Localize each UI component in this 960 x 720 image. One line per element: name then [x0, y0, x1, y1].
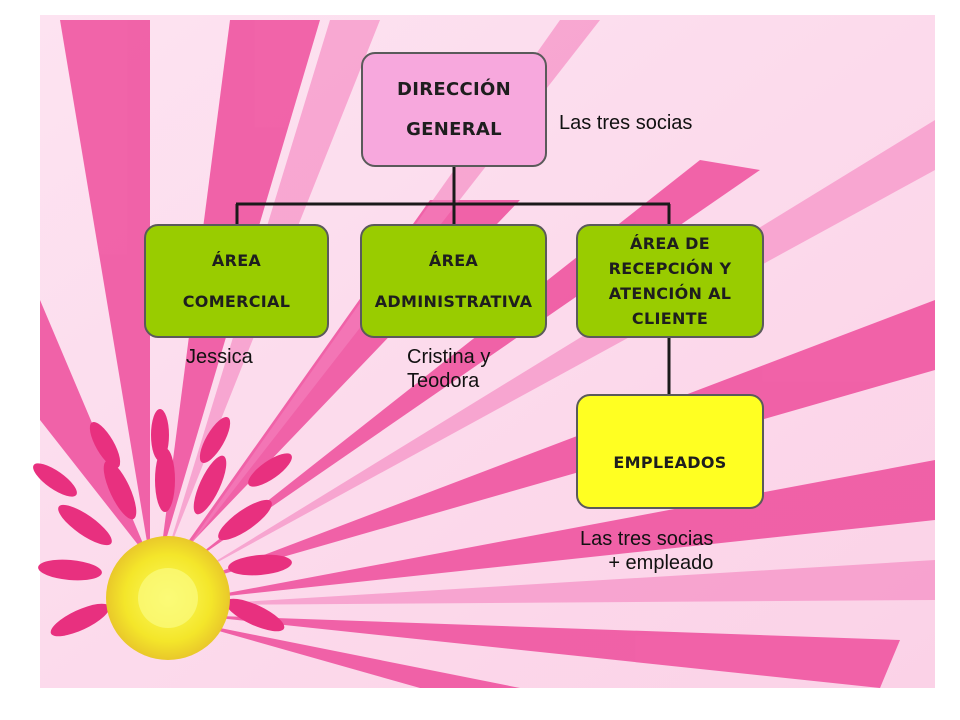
- node-administrativa-line2: ADMINISTRATIVA: [374, 292, 533, 311]
- node-recepcion-line3: ATENCIÓN AL: [608, 284, 732, 303]
- node-direccion-general: DIRECCIÓN GENERAL: [361, 52, 547, 167]
- note-director-owners: Las tres socias: [559, 112, 693, 134]
- node-direccion-line2: GENERAL: [406, 118, 502, 140]
- node-empleados-label: EMPLEADOS: [613, 453, 727, 472]
- node-comercial-line1: ÁREA: [211, 251, 262, 270]
- note-administrativa-line1: Cristina y: [407, 346, 491, 368]
- node-empleados: EMPLEADOS: [576, 394, 764, 509]
- note-empleados-line2: + empleado: [608, 552, 714, 574]
- node-recepcion-line4: CLIENTE: [631, 309, 709, 328]
- node-comercial-line2: COMERCIAL: [182, 292, 291, 311]
- node-administrativa-line1: ÁREA: [428, 251, 479, 270]
- node-area-administrativa: ÁREA ADMINISTRATIVA: [360, 224, 547, 338]
- note-administrativa-people: Cristina y Teodora: [407, 345, 490, 393]
- note-comercial-person: Jessica: [186, 346, 253, 368]
- note-empleados-people: Las tres socias + empleado: [580, 527, 713, 575]
- node-area-recepcion: ÁREA DE RECEPCIÓN Y ATENCIÓN AL CLIENTE: [576, 224, 764, 338]
- node-recepcion-line2: RECEPCIÓN Y: [608, 259, 732, 278]
- node-direccion-line1: DIRECCIÓN: [397, 78, 511, 100]
- note-empleados-line1: Las tres socias: [580, 528, 714, 550]
- node-area-comercial: ÁREA COMERCIAL: [144, 224, 329, 338]
- note-administrativa-line2: Teodora: [407, 370, 480, 392]
- node-recepcion-line1: ÁREA DE: [630, 234, 710, 253]
